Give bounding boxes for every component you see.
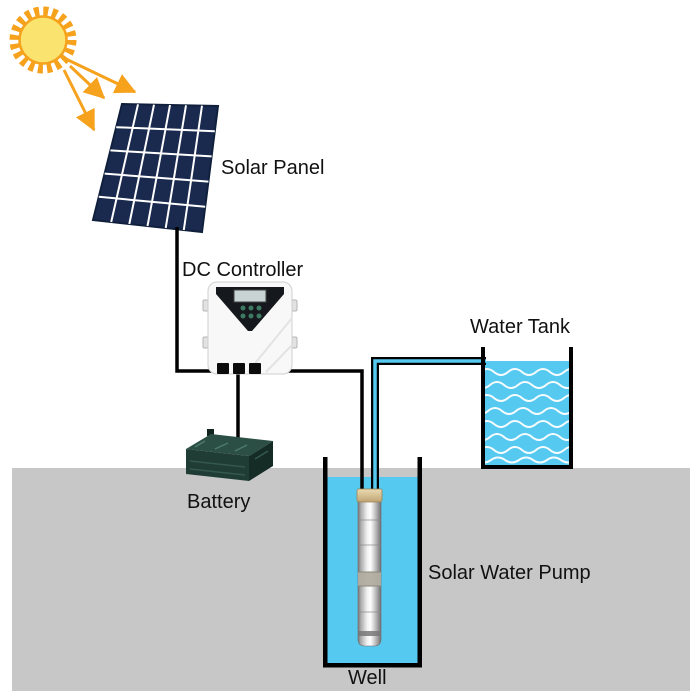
water-tank-graphic	[484, 361, 569, 465]
tank-waves	[484, 368, 569, 464]
battery-terminal	[207, 429, 214, 436]
panel-grid	[98, 104, 215, 231]
battery-label: Battery	[187, 491, 251, 513]
battery-front-detail	[189, 450, 269, 476]
battery-top	[186, 434, 273, 456]
sun-ray-arrow	[67, 58, 137, 94]
controller-terminals	[217, 363, 261, 374]
sun-spikes	[9, 6, 77, 74]
sun-rays	[62, 58, 137, 132]
controller-terminal	[249, 363, 261, 374]
pump-mid-band	[358, 572, 381, 586]
well-wall-right	[417, 457, 422, 667]
well-wall-left	[323, 457, 328, 667]
solar-panel-label: Solar Panel	[221, 157, 325, 179]
pump-graphic	[356, 488, 383, 647]
water-tank-label: Water Tank	[470, 316, 571, 338]
tank-bottom	[481, 465, 573, 469]
sun-icon	[9, 6, 77, 74]
sun-disc	[18, 15, 68, 65]
pipe-inner	[373, 359, 486, 489]
pump-cap	[356, 488, 383, 503]
well-walls	[323, 457, 422, 668]
tank-wall-right	[569, 347, 573, 469]
dc-controller-graphic	[202, 281, 298, 375]
dc-controller-label: DC Controller	[182, 259, 304, 281]
battery-top-detail	[194, 440, 248, 452]
solar-water-pump-label: Solar Water Pump	[428, 562, 591, 584]
pump-seams	[358, 519, 381, 613]
controller-buttons	[240, 305, 262, 319]
pump-bottom-band	[358, 631, 381, 636]
water-pipe	[371, 357, 486, 489]
pump-body	[357, 488, 382, 647]
battery-graphic	[186, 429, 273, 481]
sun-ray-arrow	[68, 64, 106, 100]
solar-panel-graphic	[91, 102, 220, 234]
well-label: Well	[348, 667, 387, 689]
controller-terminal	[217, 363, 229, 374]
water-tank-walls	[481, 347, 573, 469]
sun-ray-arrow	[62, 69, 96, 132]
tank-water	[484, 361, 569, 465]
controller-display	[233, 289, 267, 303]
tank-wall-left	[481, 347, 485, 469]
controller-terminal	[233, 363, 245, 374]
well-bottom	[323, 663, 422, 668]
pump-band-edges	[358, 571, 381, 587]
